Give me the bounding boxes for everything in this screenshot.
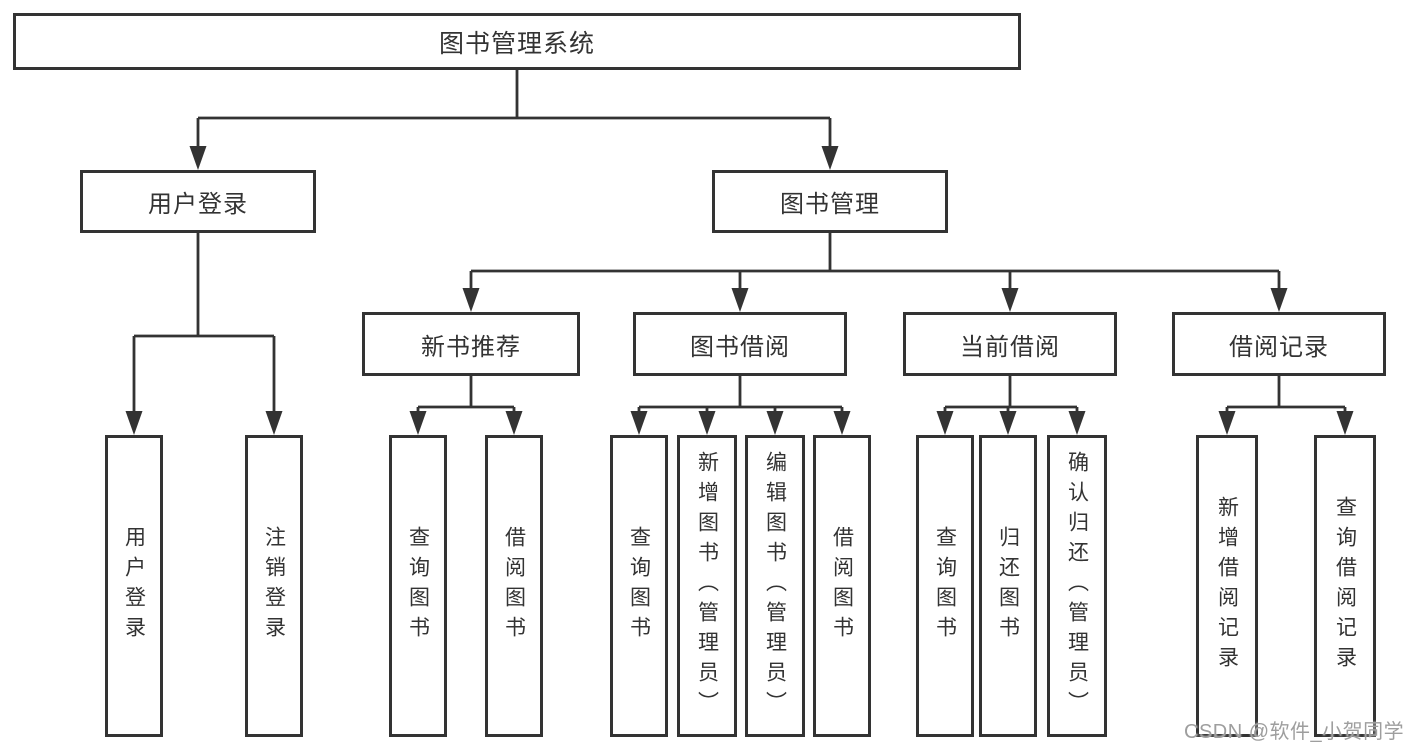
leaf-user-login-label: 用户登录 — [122, 526, 146, 646]
node-book-mgmt: 图书管理 — [712, 170, 948, 233]
node-book-mgmt-label: 图书管理 — [780, 191, 880, 218]
node-book-borrow: 图书借阅 — [633, 312, 847, 376]
leaf-current-confirm-return-admin: 确认归还（管理员） — [1047, 435, 1107, 737]
node-borrow-records-label: 借阅记录 — [1229, 333, 1329, 361]
leaf-borrow-borrow-books-label: 借阅图书 — [830, 526, 854, 646]
node-borrow-records: 借阅记录 — [1172, 312, 1386, 376]
leaf-newrec-borrow-books: 借阅图书 — [485, 435, 543, 737]
leaf-borrow-edit-books-admin: 编辑图书（管理员） — [745, 435, 805, 737]
leaf-borrow-add-books-admin-label: 新增图书（管理员） — [695, 451, 719, 721]
leaf-records-add-record: 新增借阅记录 — [1196, 435, 1258, 737]
leaf-borrow-borrow-books: 借阅图书 — [813, 435, 871, 737]
leaf-logout-label: 注销登录 — [262, 526, 286, 646]
leaf-newrec-query-books-label: 查询图书 — [406, 526, 430, 646]
node-root: 图书管理系统 — [13, 13, 1021, 70]
node-user-login-label: 用户登录 — [148, 191, 248, 218]
leaf-current-query-books: 查询图书 — [916, 435, 974, 737]
node-current-borrow: 当前借阅 — [903, 312, 1117, 376]
leaf-borrow-query-books-label: 查询图书 — [627, 526, 651, 646]
leaf-logout: 注销登录 — [245, 435, 303, 737]
node-root-label: 图书管理系统 — [438, 29, 595, 58]
leaf-borrow-edit-books-admin-label: 编辑图书（管理员） — [763, 451, 787, 721]
node-new-book-rec: 新书推荐 — [362, 312, 580, 376]
leaf-records-add-record-label: 新增借阅记录 — [1215, 496, 1239, 676]
node-current-borrow-label: 当前借阅 — [960, 333, 1060, 361]
watermark: CSDN @软件_小贺同学 — [1184, 721, 1405, 743]
leaf-records-query-record-label: 查询借阅记录 — [1333, 496, 1357, 676]
node-book-borrow-label: 图书借阅 — [690, 333, 790, 361]
leaf-records-query-record: 查询借阅记录 — [1314, 435, 1376, 737]
leaf-current-return-books: 归还图书 — [979, 435, 1037, 737]
leaf-user-login: 用户登录 — [105, 435, 163, 737]
leaf-current-confirm-return-admin-label: 确认归还（管理员） — [1065, 451, 1089, 721]
node-user-login: 用户登录 — [80, 170, 316, 233]
node-new-book-rec-label: 新书推荐 — [421, 333, 521, 361]
leaf-current-query-books-label: 查询图书 — [933, 526, 957, 646]
leaf-current-return-books-label: 归还图书 — [996, 526, 1020, 646]
leaf-borrow-query-books: 查询图书 — [610, 435, 668, 737]
leaf-newrec-borrow-books-label: 借阅图书 — [502, 526, 526, 646]
leaf-borrow-add-books-admin: 新增图书（管理员） — [677, 435, 737, 737]
leaf-newrec-query-books: 查询图书 — [389, 435, 447, 737]
